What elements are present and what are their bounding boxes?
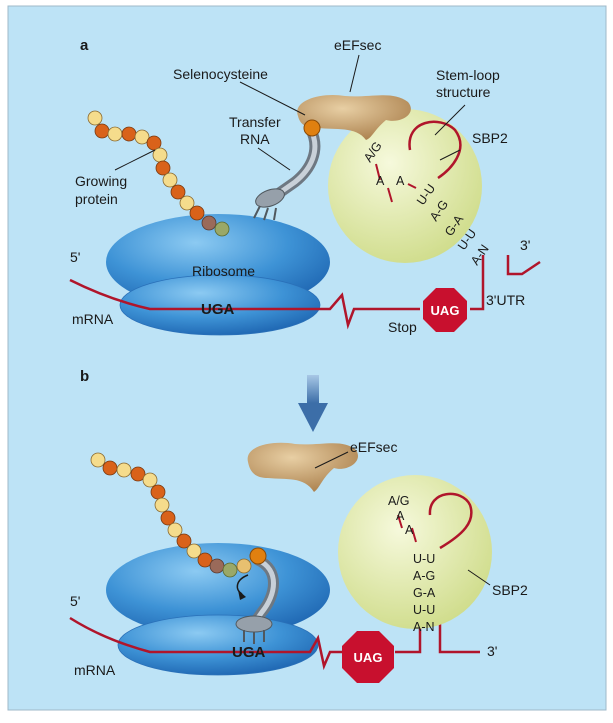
eefsec-leader — [349, 54, 360, 93]
trna-anticodon-legs — [253, 205, 277, 221]
seq-g-a-b: G-A — [413, 586, 436, 600]
growing-protein-leader — [114, 149, 156, 171]
stop-codon-label-b: UAG — [354, 650, 383, 665]
ribosome-small-subunit — [119, 274, 321, 336]
selenocysteine-label: Selenocysteine — [173, 66, 268, 82]
eefsec-label: eEFsec — [334, 37, 381, 53]
three-utr-label: 3'UTR — [486, 292, 525, 308]
stem-loop-nicks — [375, 163, 417, 203]
panel-a-label: a — [80, 37, 89, 54]
eefsec-protein — [297, 94, 411, 140]
panel-b-label: b — [80, 368, 89, 385]
panel-b: b — [69, 368, 528, 683]
five-prime-label-b: 5' — [70, 593, 80, 609]
transfer-rna-label-line1: Transfer — [229, 114, 281, 130]
growing-protein-label-line1: Growing — [75, 173, 127, 189]
three-prime-label-b: 3' — [487, 643, 497, 659]
three-prime-label: 3' — [520, 237, 530, 253]
seq-a1-b: A — [396, 509, 405, 523]
seq-a-g-b: A/G — [388, 494, 410, 508]
stop-codon-octagon — [423, 288, 467, 332]
uga-codon-label: UGA — [201, 301, 235, 318]
seq-u-u-2-b: U-U — [413, 603, 435, 617]
stop-codon-octagon-b — [342, 631, 394, 683]
eefsec-protein-b — [247, 442, 358, 492]
transition-arrow — [298, 375, 328, 432]
sbp2-protein — [328, 109, 482, 263]
mrna-strand-b — [69, 616, 345, 671]
stem-loop-b — [428, 492, 473, 550]
mrna-label: mRNA — [72, 311, 114, 327]
selenocysteine-residue-b — [249, 547, 267, 565]
ribosome-small-subunit-b — [117, 614, 319, 676]
growing-protein-chain-b — [90, 452, 252, 578]
uga-codon-label-b: UGA — [232, 644, 266, 661]
panel-a: a — [69, 37, 541, 336]
transfer-rna-leader — [257, 147, 291, 171]
seq-a-n-b: A-N — [413, 620, 435, 634]
selenocysteine-leader — [239, 81, 306, 116]
stem-loop-leader — [434, 104, 466, 136]
sbp2-label-b: SBP2 — [492, 582, 528, 598]
growing-protein-chain — [87, 110, 230, 237]
mrna-3-end-b — [438, 612, 480, 654]
seq-a2: A — [396, 174, 405, 188]
seq-a1: A — [376, 174, 385, 188]
five-prime-label: 5' — [70, 249, 80, 265]
selenocysteine-residue — [303, 119, 321, 137]
transfer-rna-label-line2: RNA — [240, 131, 270, 147]
sbp2-protein-b — [338, 475, 492, 629]
mrna-label-b: mRNA — [74, 662, 116, 678]
trna-anticodon-legs-b — [243, 630, 265, 644]
stem-loop — [408, 120, 462, 180]
stop-codon-label: UAG — [431, 303, 460, 318]
sbp2-leader — [439, 149, 461, 161]
growing-protein-label-line2: protein — [75, 191, 118, 207]
sbp2-label: SBP2 — [472, 130, 508, 146]
trna-anticodon-arm — [255, 188, 285, 208]
mrna-3utr — [470, 255, 485, 311]
seq-a2-b: A — [405, 523, 414, 537]
eefsec-leader-b — [314, 451, 349, 469]
stem-loop-label-line2: structure — [436, 84, 491, 100]
stem-sequence-b: A/G A A U-U A-G G-A U-U A-N — [388, 494, 436, 634]
stem-loop-label-line1: Stem-loop — [436, 67, 500, 83]
trna-anticodon-arm-b — [235, 615, 273, 633]
mrna-strand — [69, 278, 420, 330]
stop-label: Stop — [388, 319, 417, 335]
ribosome-label: Ribosome — [192, 263, 255, 279]
eefsec-label-b: eEFsec — [350, 439, 397, 455]
stem-loop-nicks-b — [397, 514, 417, 543]
mrna-3-end — [506, 255, 541, 276]
sbp2-leader-b — [467, 569, 491, 586]
seq-u-u-1-b: U-U — [413, 552, 435, 566]
seq-a-g-2-b: A-G — [413, 569, 435, 583]
